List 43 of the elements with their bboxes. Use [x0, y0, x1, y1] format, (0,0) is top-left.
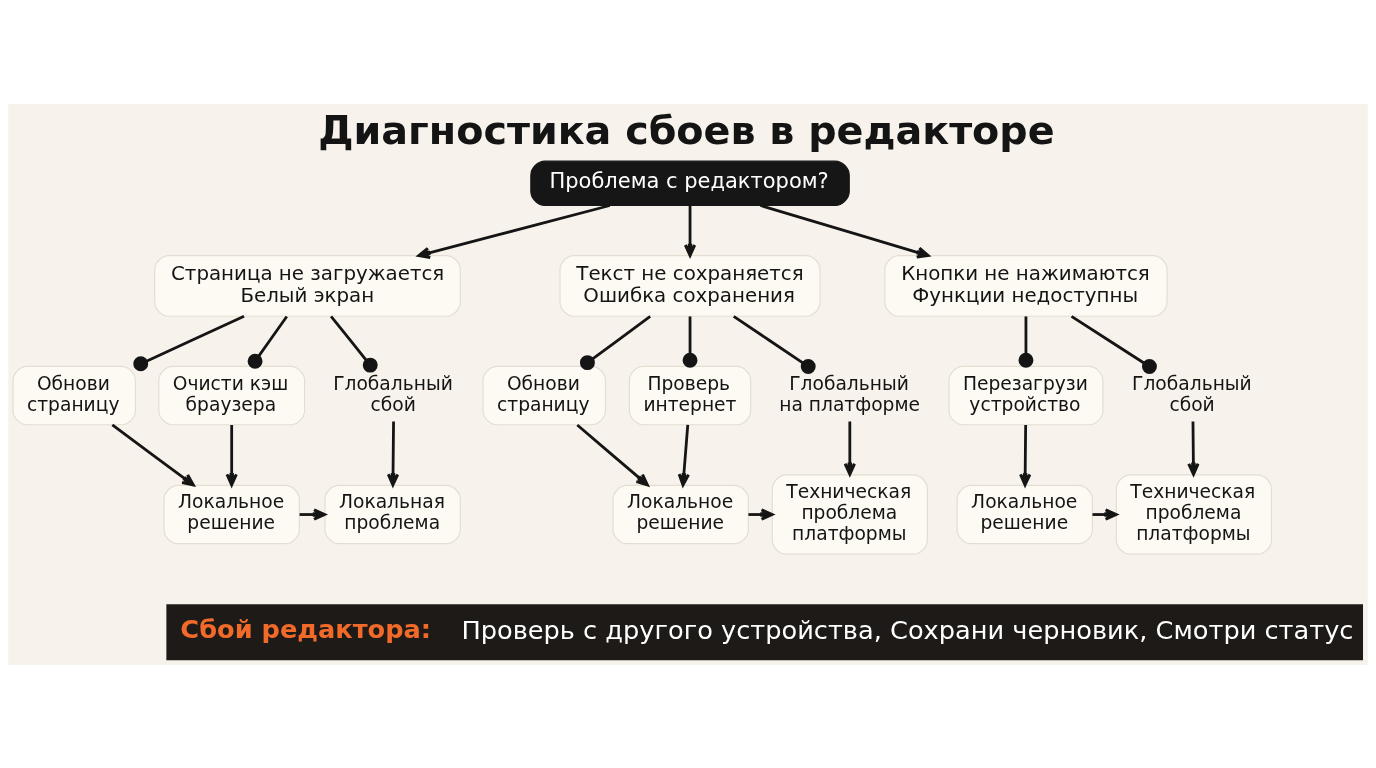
connector	[133, 314, 245, 371]
node-box: Кнопки не нажимаются Функции недоступны	[884, 254, 1168, 317]
label: Сбой редактора:	[180, 613, 432, 644]
node-box: Локальная проблема	[324, 484, 461, 544]
label: Проверь с другого устройства, Сохрани черновик, Смотри статус	[461, 614, 1354, 645]
node-box: Обнови страницу	[482, 365, 607, 425]
arrow	[760, 203, 930, 259]
node-box: Очисти кэш браузера	[158, 365, 306, 425]
node-box: Техническая проблема платформы	[1115, 473, 1273, 555]
arrow	[417, 203, 611, 259]
arrow	[1187, 420, 1200, 476]
node-box: Локальное решение	[612, 484, 749, 544]
arrow	[1019, 424, 1032, 486]
arrow	[299, 507, 327, 521]
connector	[247, 315, 288, 369]
diagram-title: Диагностика сбоев в редакторе	[318, 106, 1055, 153]
node-box: Локальное решение	[163, 484, 300, 544]
node-text: Глобальный на платформе	[779, 372, 921, 415]
node-box: Обнови страницу	[12, 365, 137, 425]
arrow	[225, 424, 238, 486]
node-text: Глобальный сбой	[333, 372, 453, 415]
arrow	[677, 424, 690, 486]
arrow	[111, 423, 195, 486]
arrow	[843, 421, 856, 476]
connector	[329, 315, 378, 373]
connector	[732, 314, 816, 374]
arrow	[386, 420, 400, 486]
node-box: Текст не сохраняется Ошибка сохранения	[559, 254, 821, 317]
arrow	[683, 205, 697, 257]
arrow	[1092, 507, 1118, 521]
node-text: Глобальный сбой	[1132, 372, 1252, 415]
connector	[1018, 315, 1034, 368]
node-box: Проблема с редактором?	[530, 160, 850, 206]
node-box: Локальное решение	[956, 484, 1093, 544]
arrow	[576, 423, 649, 486]
node-box: Техническая проблема платформы	[771, 473, 928, 555]
arrow	[748, 507, 774, 521]
node-box: Перезагрузи устройство	[948, 365, 1104, 425]
connector	[682, 315, 698, 368]
node-box: Проверь интернет	[628, 365, 752, 425]
connector	[579, 314, 652, 370]
connector	[1070, 314, 1157, 374]
node-box: Страница не загружается Белый экран	[154, 254, 461, 317]
